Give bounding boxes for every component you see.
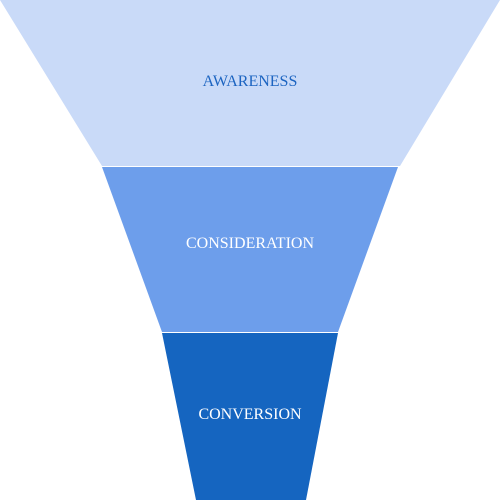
- conversion-segment: [162, 333, 338, 500]
- funnel-stage-awareness: AWARENESS: [0, 0, 500, 166]
- awareness-label: AWARENESS: [203, 73, 298, 90]
- funnel-stage-consideration: CONSIDERATION: [102, 167, 398, 332]
- consideration-label: CONSIDERATION: [186, 235, 314, 252]
- consideration-segment: [102, 167, 398, 332]
- conversion-label: CONVERSION: [198, 406, 302, 423]
- awareness-segment: [0, 0, 500, 166]
- funnel-stage-conversion: CONVERSION: [162, 333, 338, 500]
